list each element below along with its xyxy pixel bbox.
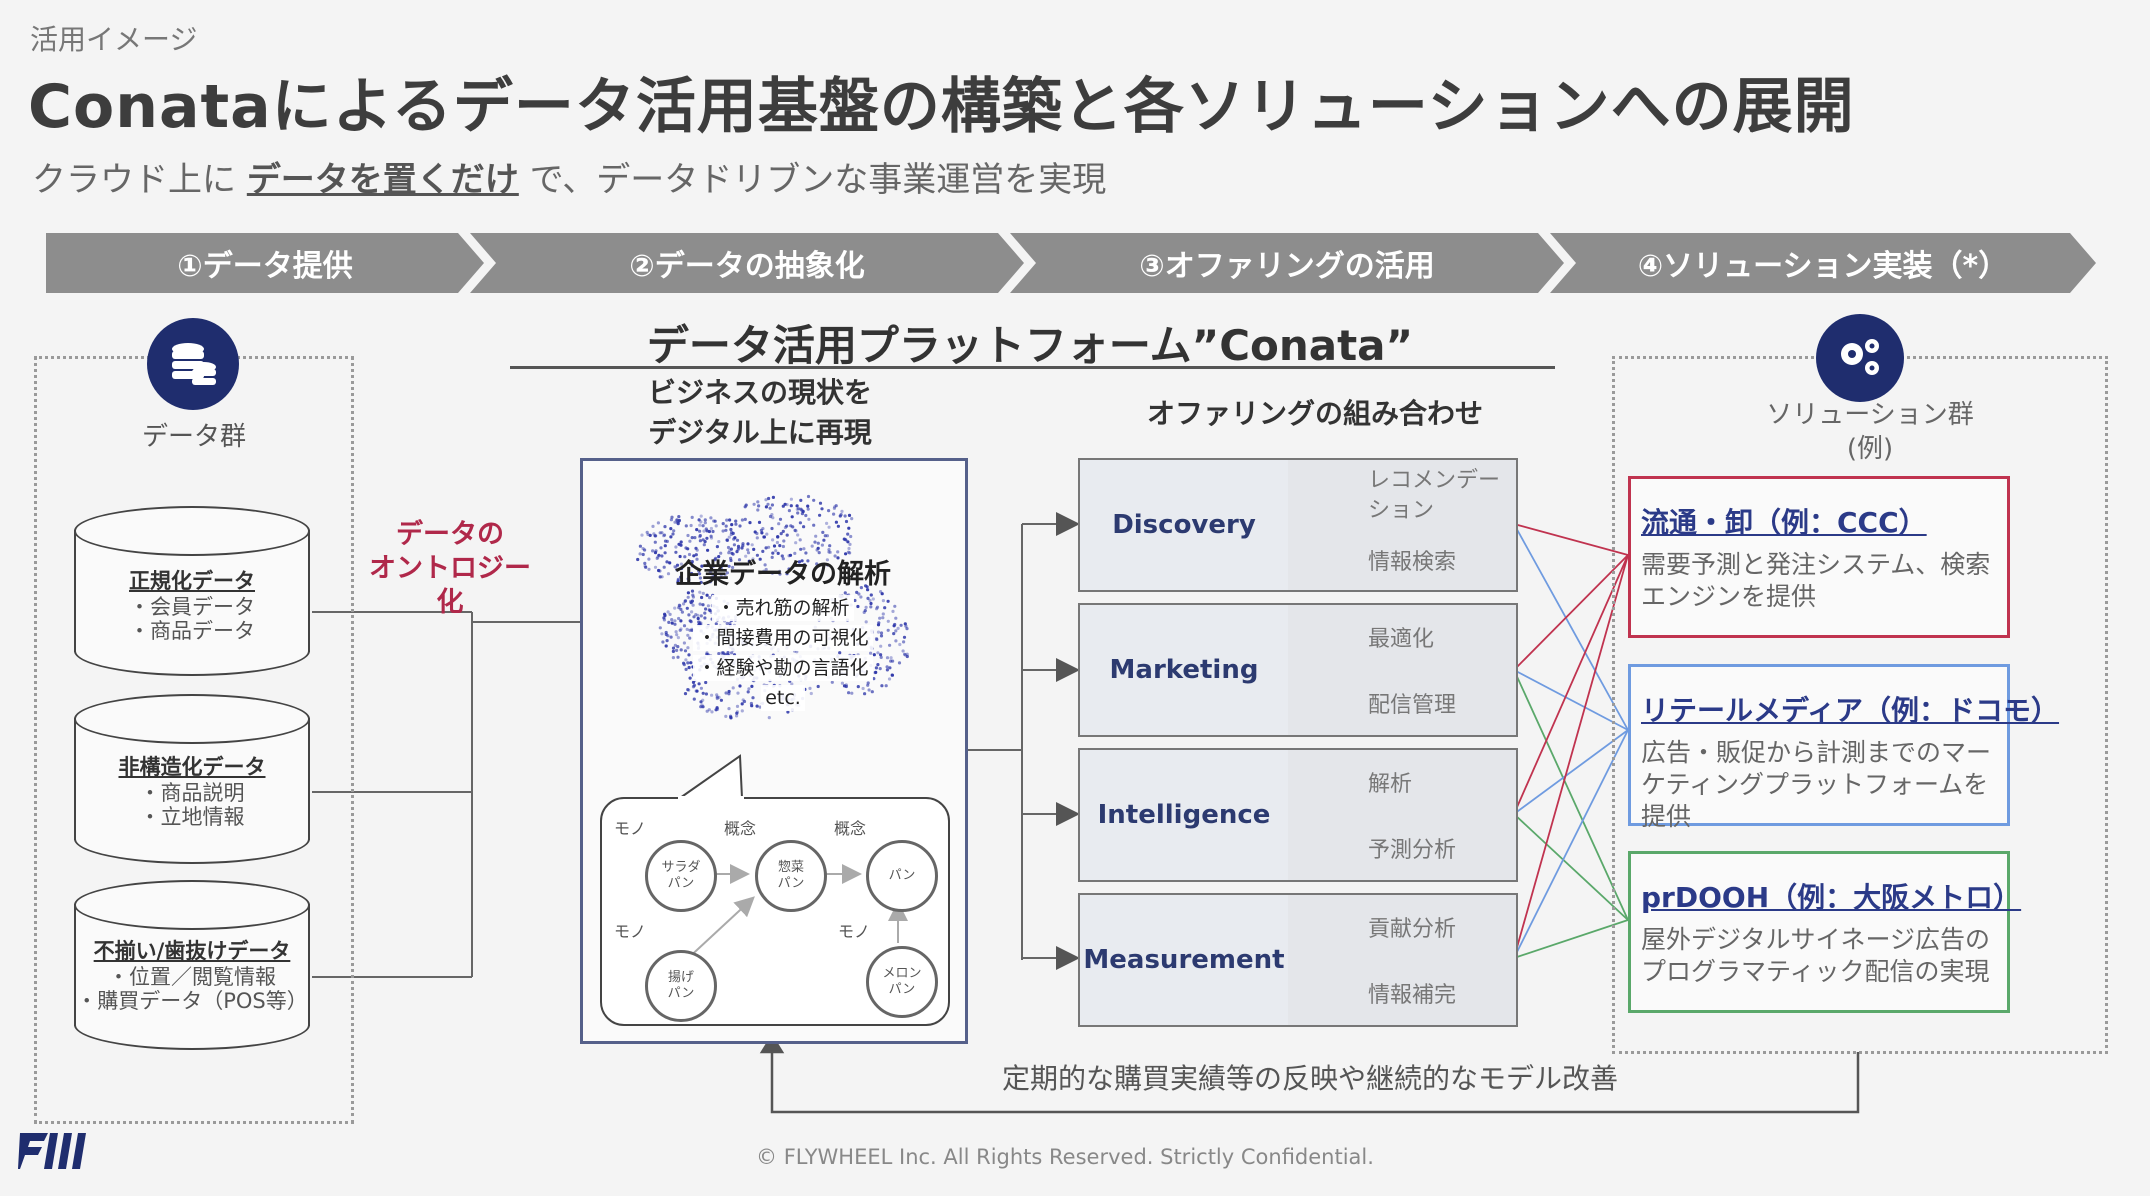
offering-sub: 貢献分析 bbox=[1368, 911, 1456, 943]
solution-title: 流通・卸（例：CCC） bbox=[1641, 501, 1927, 541]
cyl-line: ・会員データ bbox=[74, 594, 310, 620]
analysis-item: ・売れ筋の解析 bbox=[712, 595, 853, 621]
database-icon bbox=[147, 318, 239, 410]
graph-node: 惣菜 パン bbox=[755, 840, 827, 912]
offering-subs: レコメンデー ション 情報検索 bbox=[1288, 460, 1516, 590]
offering-name: Marketing bbox=[1080, 605, 1288, 735]
offering-subs: 解析 予測分析 bbox=[1288, 750, 1516, 880]
graph-node: サラダ パン bbox=[645, 840, 717, 912]
copyright-text: © FLYWHEEL Inc. All Rights Reserved. Str… bbox=[640, 1145, 1490, 1169]
bubble-tail bbox=[640, 752, 760, 802]
flywheel-logo bbox=[18, 1125, 98, 1175]
solutions-title-line: ソリューション群 bbox=[1720, 398, 2020, 432]
data-cylinder-unstructured: 非構造化データ ・商品説明 ・立地情報 bbox=[74, 694, 310, 864]
offering-sub: 解析 bbox=[1368, 766, 1412, 798]
offering-marketing: Marketing 最適化 配信管理 bbox=[1078, 603, 1518, 737]
offering-measurement: Measurement 貢献分析 情報補完 bbox=[1078, 893, 1518, 1027]
offer-to-solution-lines bbox=[1514, 524, 1628, 958]
offering-name: Discovery bbox=[1080, 460, 1288, 590]
data-cylinder-incomplete: 不揃い/歯抜けデータ ・位置／閲覧情報 ・購買データ（POS等） bbox=[74, 880, 310, 1050]
biz-line: デジタル上に再現 bbox=[600, 413, 920, 453]
graph-label: モノ bbox=[614, 815, 646, 839]
analysis-item: ・経験や勘の言語化 bbox=[693, 655, 872, 681]
offering-combo-title: オファリングの組み合わせ bbox=[1075, 392, 1555, 432]
cyl-title: 正規化データ bbox=[129, 569, 255, 593]
graph-label: 概念 bbox=[724, 815, 756, 839]
solution-title: prDOOH（例：大阪メトロ） bbox=[1641, 876, 2021, 916]
offering-sub: 情報検索 bbox=[1368, 544, 1456, 576]
offering-name: Intelligence bbox=[1080, 750, 1288, 880]
offering-subs: 貢献分析 情報補完 bbox=[1288, 895, 1516, 1025]
solution-title: リテールメディア（例：ドコモ） bbox=[1641, 689, 2059, 729]
ontology-label: データの オントロジー化 bbox=[360, 518, 540, 620]
analysis-item: etc. bbox=[761, 685, 805, 711]
ontology-line: データの bbox=[360, 518, 540, 552]
offering-name: Measurement bbox=[1080, 895, 1288, 1025]
solutions-title: ソリューション群 (例) bbox=[1720, 398, 2020, 466]
graph-label: 概念 bbox=[834, 815, 866, 839]
analysis-block: 企業データの解析 ・売れ筋の解析 ・間接費用の可視化 ・経験や勘の言語化 etc… bbox=[668, 552, 898, 711]
feedback-label: 定期的な購買実績等の反映や継続的なモデル改善 bbox=[950, 1057, 1670, 1097]
offering-subs: 最適化 配信管理 bbox=[1288, 605, 1516, 735]
cyl-line: ・商品説明 bbox=[74, 780, 310, 806]
business-caption: ビジネスの現状を デジタル上に再現 bbox=[600, 373, 920, 453]
solution-card-prdooh: prDOOH（例：大阪メトロ） 屋外デジタルサイネージ広告のプログラマティック配… bbox=[1628, 851, 2010, 1013]
analysis-item: ・間接費用の可視化 bbox=[693, 625, 872, 651]
center-to-offer-lines bbox=[962, 524, 1076, 960]
graph-node: メロン パン bbox=[866, 946, 938, 1018]
offering-sub: 予測分析 bbox=[1368, 832, 1456, 864]
graph-label: モノ bbox=[614, 918, 646, 942]
solution-card-distribution: 流通・卸（例：CCC） 需要予測と発注システム、検索エンジンを提供 bbox=[1628, 476, 2010, 638]
offering-discovery: Discovery レコメンデー ション 情報検索 bbox=[1078, 458, 1518, 592]
solution-card-retail-media: リテールメディア（例：ドコモ） 広告・販促から計測までのマーケティングプラットフ… bbox=[1628, 664, 2010, 826]
offering-sub: 配信管理 bbox=[1368, 687, 1456, 719]
cyl-line: ・購買データ（POS等） bbox=[74, 988, 310, 1014]
cyl-title: 不揃い/歯抜けデータ bbox=[94, 939, 291, 963]
solutions-title-line: (例) bbox=[1720, 432, 2020, 466]
data-cylinder-normalized: 正規化データ ・会員データ ・商品データ bbox=[74, 506, 310, 676]
offering-sub: 最適化 bbox=[1368, 621, 1434, 653]
offering-intelligence: Intelligence 解析 予測分析 bbox=[1078, 748, 1518, 882]
solution-desc: 需要予測と発注システム、検索エンジンを提供 bbox=[1641, 549, 2001, 613]
ontology-line: オントロジー化 bbox=[360, 552, 540, 620]
cyl-line: ・商品データ bbox=[74, 618, 310, 644]
data-group-label: データ群 bbox=[34, 416, 354, 453]
solution-desc: 広告・販促から計測までのマーケティングプラットフォームを提供 bbox=[1641, 737, 2001, 833]
biz-line: ビジネスの現状を bbox=[600, 373, 920, 413]
offering-sub: ション bbox=[1368, 492, 1434, 524]
gears-icon bbox=[1816, 314, 1904, 402]
cyl-title: 非構造化データ bbox=[119, 755, 266, 779]
offering-sub: レコメンデー bbox=[1368, 462, 1500, 494]
cyl-line: ・位置／閲覧情報 bbox=[74, 964, 310, 990]
solution-desc: 屋外デジタルサイネージ広告のプログラマティック配信の実現 bbox=[1641, 924, 2001, 988]
graph-label: モノ bbox=[838, 918, 870, 942]
offering-sub: 情報補完 bbox=[1368, 977, 1456, 1009]
cyl-line: ・立地情報 bbox=[74, 804, 310, 830]
graph-node: パン bbox=[866, 840, 938, 912]
graph-node: 揚げ パン bbox=[645, 950, 717, 1022]
analysis-title: 企業データの解析 bbox=[668, 552, 898, 591]
